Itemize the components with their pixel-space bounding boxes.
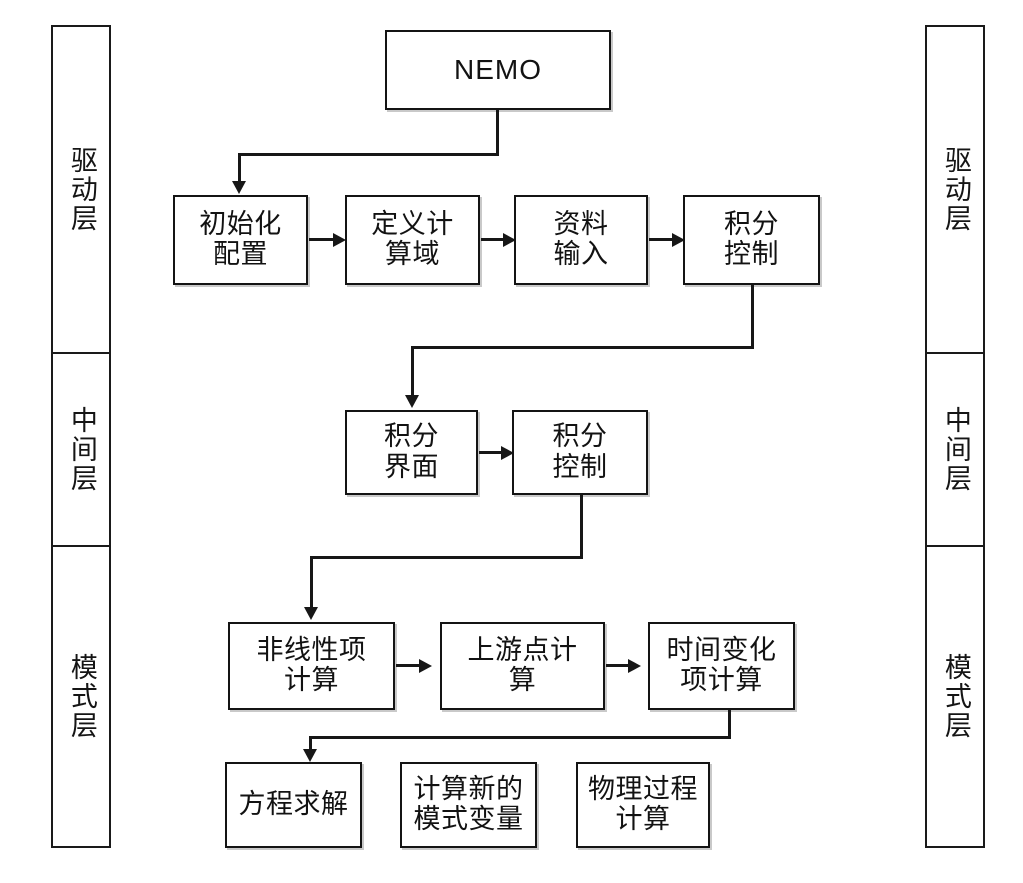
connector-domain-to-data — [481, 238, 507, 241]
node-initialization-config[interactable]: 初始化 配置 — [173, 195, 308, 285]
node-initialization-config-label: 初始化 配置 — [199, 208, 282, 270]
rail-left-label-middle: 中间层 — [65, 406, 97, 493]
node-upstream-point-calc[interactable]: 上游点计 算 — [440, 622, 605, 710]
connector-nemo-to-init-vertical-a — [496, 110, 499, 156]
connector-nemo-to-init-vertical-b — [238, 153, 241, 182]
connector-control-to-nonlinear-vertical-b — [310, 556, 313, 608]
rail-left-label-model: 模式层 — [65, 653, 97, 740]
connector-integration-to-interface-vertical-a — [751, 285, 754, 348]
node-data-input[interactable]: 资料 输入 — [514, 195, 648, 285]
arrowhead-upstream-to-timeterm — [628, 659, 641, 673]
rail-left-label-driver: 驱动层 — [65, 146, 97, 233]
node-physical-process-calc-label: 物理过程 计算 — [588, 773, 698, 835]
arrowhead-timeterm-to-solve — [303, 749, 317, 762]
arrowhead-control-to-nonlinear — [304, 607, 318, 620]
connector-integration-to-interface-horizontal — [411, 346, 754, 349]
arrowhead-nemo-to-init — [232, 181, 246, 194]
node-nonlinear-term-calc-label: 非线性项 计算 — [256, 634, 367, 696]
node-nonlinear-term-calc[interactable]: 非线性项 计算 — [228, 622, 395, 710]
node-define-domain-label: 定义计 算域 — [371, 208, 454, 270]
connector-interface-to-control — [479, 451, 505, 454]
arrowhead-domain-to-data — [503, 233, 516, 247]
node-integration-interface[interactable]: 积分 界面 — [345, 410, 478, 495]
connector-control-to-nonlinear-horizontal — [310, 556, 583, 559]
node-define-domain[interactable]: 定义计 算域 — [345, 195, 480, 285]
connector-control-to-nonlinear-vertical-a — [580, 495, 583, 558]
rail-right-section-model: 模式层 — [927, 545, 983, 846]
node-integration-control-driver-label: 积分 控制 — [724, 208, 779, 270]
connector-upstream-to-timeterm — [606, 664, 630, 667]
node-integration-control-middle[interactable]: 积分 控制 — [512, 410, 648, 495]
rail-right-label-driver: 驱动层 — [939, 146, 971, 233]
connector-timeterm-to-solve-vertical-a — [728, 710, 731, 738]
connector-timeterm-to-solve-horizontal — [309, 736, 731, 739]
arrowhead-integration-to-interface — [405, 395, 419, 408]
arrowhead-nonlinear-to-upstream — [419, 659, 432, 673]
arrowhead-init-to-domain — [333, 233, 346, 247]
layer-rail-left: 驱动层 中间层 模式层 — [51, 25, 111, 848]
node-data-input-label: 资料 输入 — [553, 208, 609, 270]
node-equation-solve[interactable]: 方程求解 — [225, 762, 362, 848]
node-time-variation-term-calc[interactable]: 时间变化 项计算 — [648, 622, 795, 710]
connector-data-to-integration — [649, 238, 676, 241]
layer-rail-right: 驱动层 中间层 模式层 — [925, 25, 985, 848]
connector-timeterm-to-solve-vertical-b — [309, 736, 312, 751]
arrowhead-data-to-integration — [672, 233, 685, 247]
rail-right-section-driver: 驱动层 — [927, 27, 983, 352]
connector-nonlinear-to-upstream — [396, 664, 422, 667]
node-nemo-label: NEMO — [454, 54, 542, 86]
rail-right-label-model: 模式层 — [939, 653, 971, 740]
node-time-variation-term-calc-label: 时间变化 项计算 — [666, 634, 777, 696]
node-equation-solve-label: 方程求解 — [238, 788, 349, 820]
rail-right-label-middle: 中间层 — [939, 406, 971, 493]
node-upstream-point-calc-label: 上游点计 算 — [467, 634, 578, 696]
rail-left-section-model: 模式层 — [53, 545, 109, 846]
arrowhead-interface-to-control — [501, 446, 514, 460]
node-integration-control-middle-label: 积分 控制 — [552, 421, 608, 483]
rail-right-section-middle: 中间层 — [927, 352, 983, 545]
rail-left-section-driver: 驱动层 — [53, 27, 109, 352]
connector-nemo-to-init-horizontal — [238, 153, 499, 156]
node-compute-new-model-variables[interactable]: 计算新的 模式变量 — [400, 762, 537, 848]
node-physical-process-calc[interactable]: 物理过程 计算 — [576, 762, 710, 848]
node-integration-control-driver[interactable]: 积分 控制 — [683, 195, 820, 285]
connector-init-to-domain — [309, 238, 336, 241]
connector-integration-to-interface-vertical-b — [411, 346, 414, 396]
rail-left-section-middle: 中间层 — [53, 352, 109, 545]
node-nemo[interactable]: NEMO — [385, 30, 611, 110]
node-integration-interface-label: 积分 界面 — [384, 421, 439, 483]
node-compute-new-model-variables-label: 计算新的 模式变量 — [413, 773, 524, 835]
